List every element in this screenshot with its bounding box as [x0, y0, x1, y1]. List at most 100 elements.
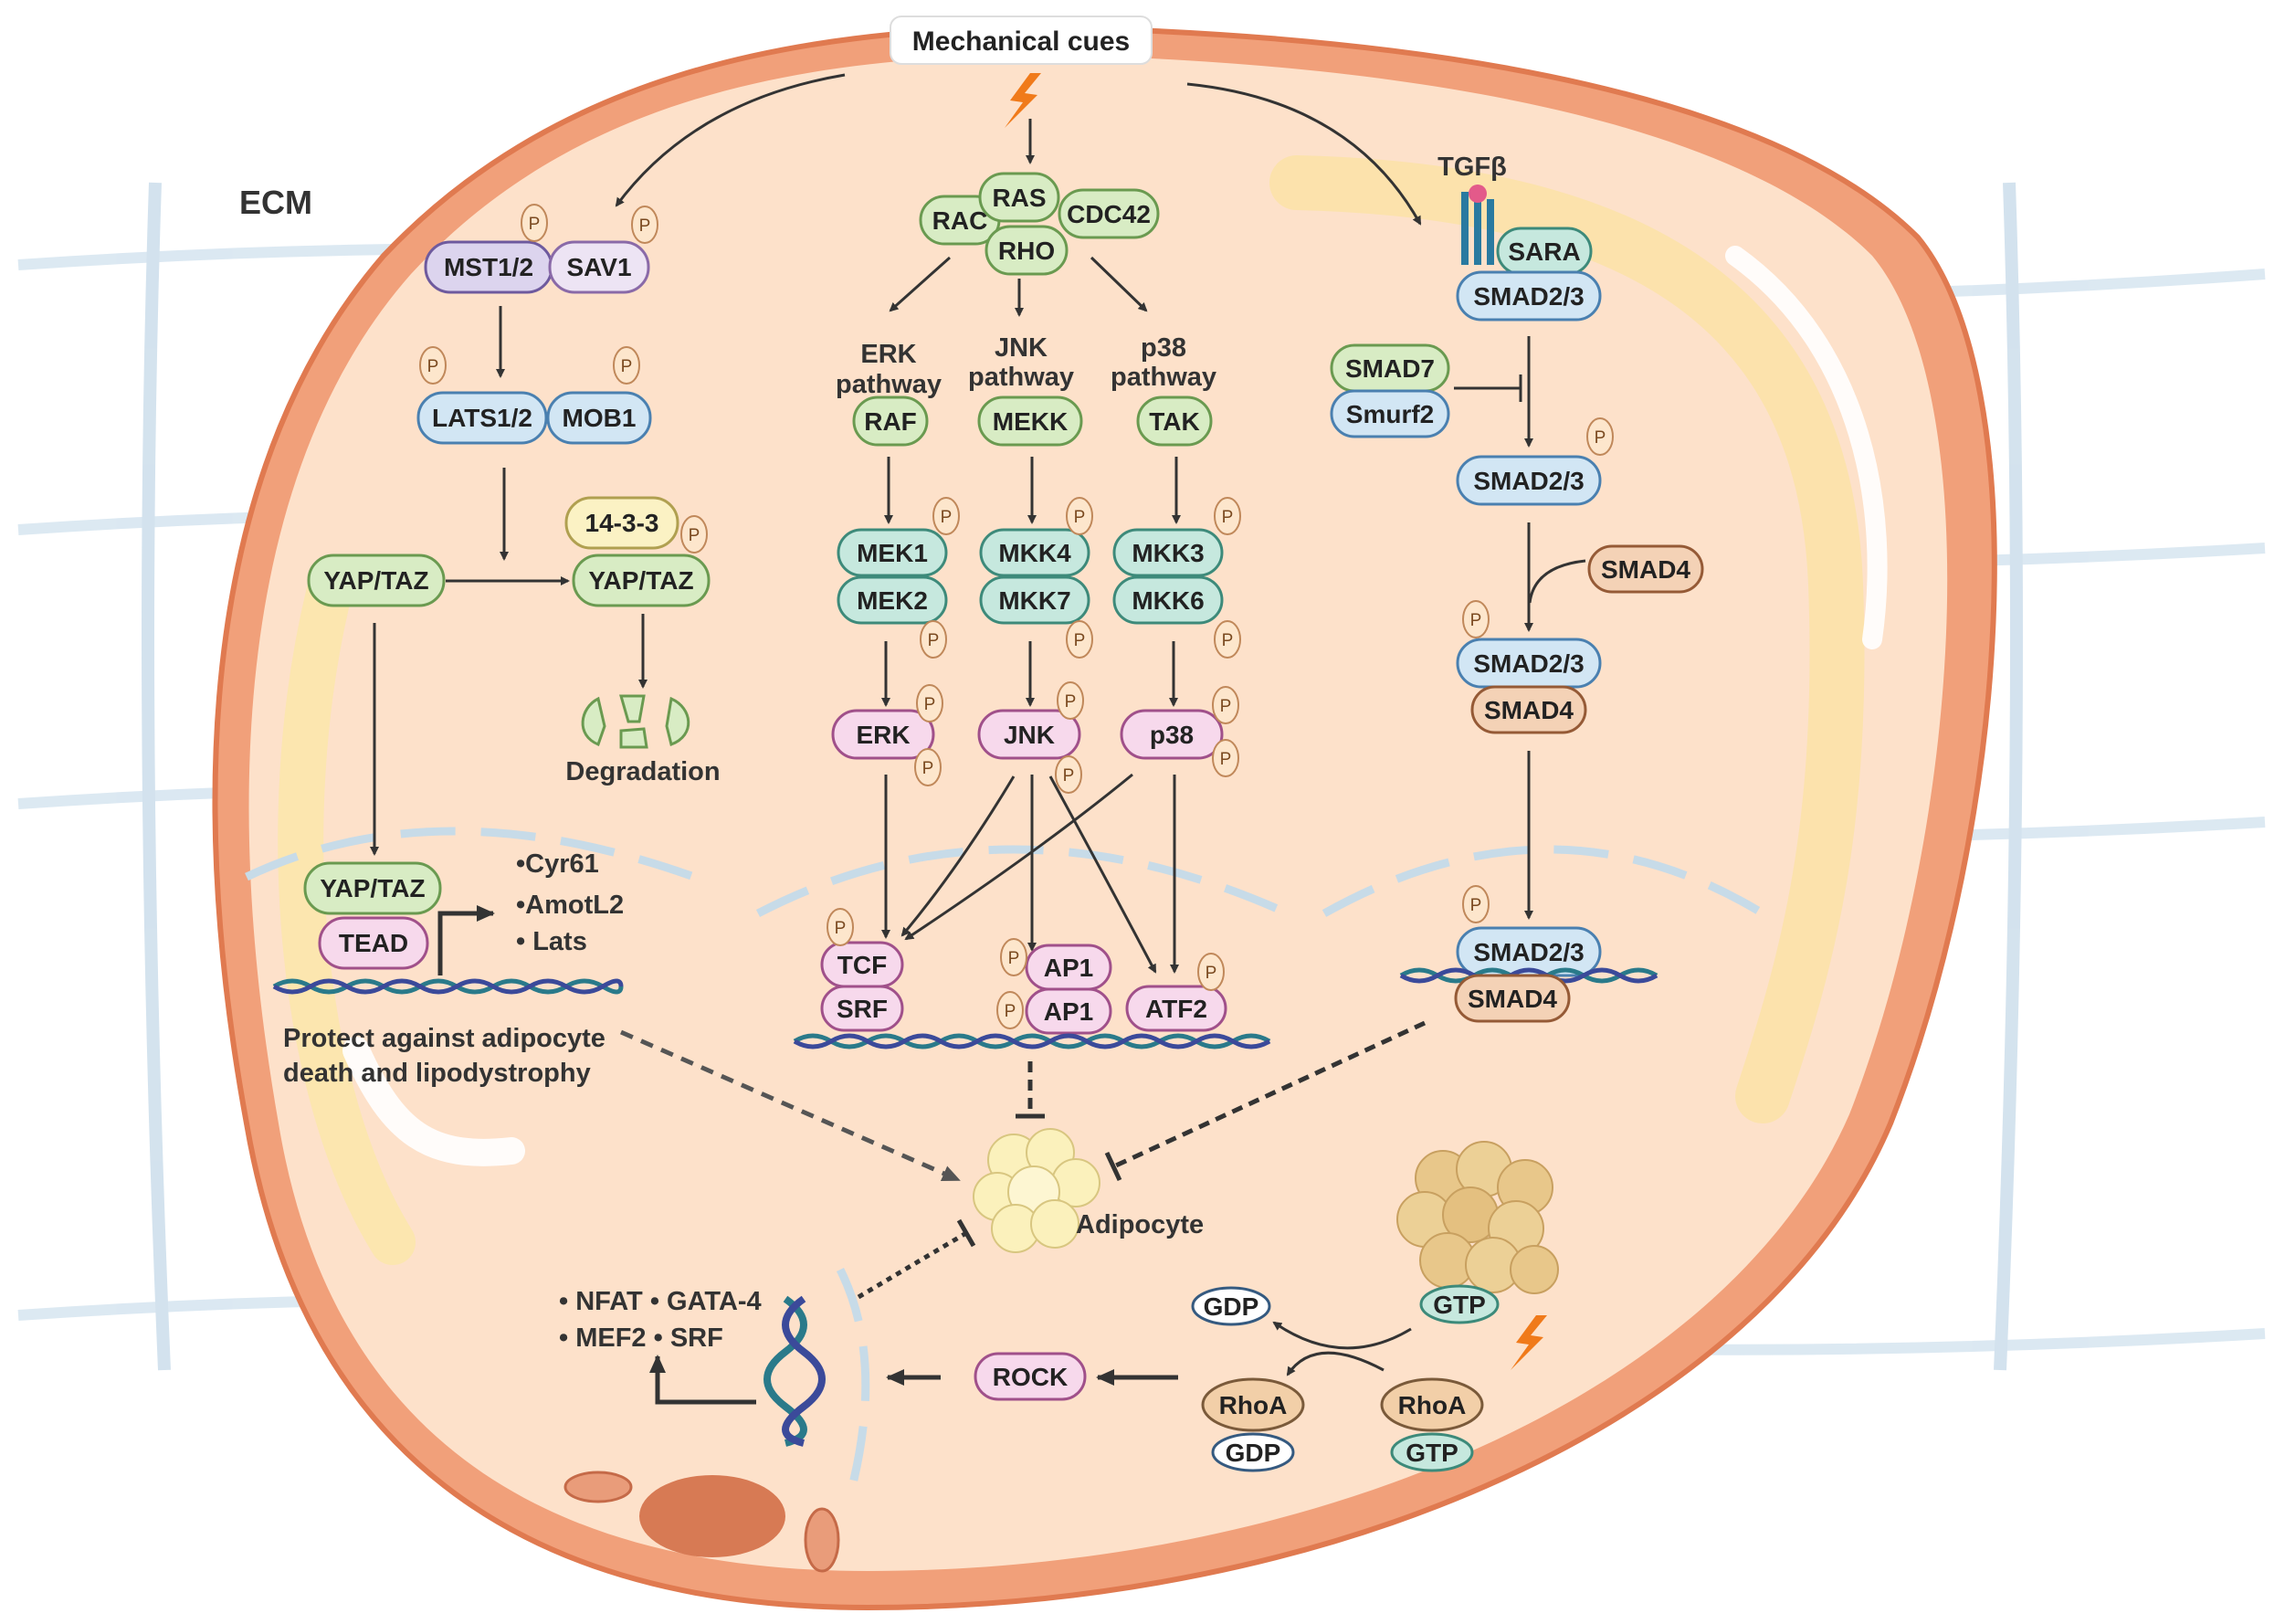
lightning-icon: [1005, 73, 1041, 128]
sara-label: SARA: [1508, 237, 1580, 266]
phospho-badge: P: [1066, 620, 1093, 659]
gtp-right-node: [1390, 1432, 1474, 1472]
lats-label: LATS1/2: [432, 404, 532, 432]
p1433-label: 14-3-3: [585, 509, 659, 537]
phospho-badge: P: [1212, 686, 1239, 724]
adipocyte-cluster-icon: [973, 1128, 1100, 1253]
hippo-pathway: MST1/2 SAV1 LATS1/2 MOB1 YAP/TAZ 14-3-3 …: [272, 240, 721, 1088]
nucleus-organelle: [639, 1475, 785, 1557]
phospho-label: P: [1008, 949, 1020, 968]
mkk6-label: MKK6: [1132, 586, 1204, 615]
yap-nuc-node: [303, 861, 442, 915]
mitochondrion-right: [804, 1507, 840, 1573]
rock-node: [974, 1352, 1087, 1401]
phospho-badge: P: [1214, 620, 1241, 659]
phospho-badge: P: [1055, 755, 1082, 794]
nuclear-envelope-mid: [755, 845, 1290, 918]
mkk7-label: MKK7: [998, 586, 1070, 615]
smad4d-label: SMAD4: [1468, 985, 1557, 1013]
srf-label: SRF: [837, 995, 888, 1023]
erk-path-l1: ERK: [860, 340, 916, 369]
arrow-dna-targets: [649, 1355, 756, 1405]
gdp-left-label: GDP: [1226, 1439, 1281, 1467]
inhibit-tgf-bar: [1104, 1151, 1122, 1182]
phospho-label: P: [1206, 964, 1217, 983]
mek2-label: MEK2: [857, 586, 928, 615]
mob-node: [546, 391, 652, 445]
tak-node: [1136, 395, 1213, 447]
mkk4-node: [979, 528, 1090, 577]
proteasome-icon: [581, 694, 690, 749]
nuclear-envelope-left: [245, 827, 696, 881]
erk-node: [831, 709, 935, 760]
sav-node: [548, 240, 650, 294]
p1433-node: [564, 496, 679, 550]
phospho-badge: P: [1462, 600, 1490, 638]
adipocyte-large-icon: [1396, 1141, 1559, 1294]
rho-pathway: GDP GTP RhoA GDP RhoA GTP ROCK: [886, 1284, 1500, 1472]
phospho-label: P: [922, 759, 934, 778]
phospho-badge: P: [914, 748, 942, 786]
yap-left-label: YAP/TAZ: [323, 566, 428, 595]
arrow-transcription: [437, 905, 495, 975]
p38-path-l2: pathway: [1111, 363, 1216, 392]
adipocyte-label: Adipocyte: [1076, 1210, 1204, 1239]
title: Mechanical cues: [912, 26, 1130, 57]
atf2-label: ATF2: [1145, 995, 1207, 1023]
smad4-free-node: [1587, 544, 1704, 594]
highlight-white: [1725, 246, 1888, 649]
jnk-node: [977, 709, 1081, 760]
phospho-label: P: [1074, 508, 1086, 527]
phospho-label: P: [1005, 1002, 1016, 1021]
arrow-hippo-adipocyte: [619, 1029, 961, 1183]
phospho-badge: P: [521, 204, 548, 242]
tead-node: [318, 916, 429, 970]
tead-label: TEAD: [339, 929, 408, 957]
highlight-right: [1269, 155, 1865, 1123]
arrow-cues-tgf: [1186, 82, 1422, 226]
raf-label: RAF: [864, 407, 917, 436]
rhoa-right-node: [1380, 1377, 1484, 1432]
rhoa-left-node: [1201, 1377, 1305, 1432]
mkk7-node: [979, 575, 1090, 625]
erk-path-l2: pathway: [836, 370, 942, 399]
phospho-label: P: [1063, 766, 1075, 786]
cdc42-node: [1058, 188, 1160, 239]
smad23c-label: SMAD2/3: [1473, 649, 1584, 678]
phospho-badge: P: [1212, 739, 1239, 777]
tcf-label: TCF: [837, 951, 887, 979]
target-amotl2: •AmotL2: [516, 891, 624, 920]
gdp-top-node: [1191, 1286, 1271, 1326]
cdc42-label: CDC42: [1067, 200, 1151, 228]
phospho-label: P: [928, 631, 940, 650]
gtp-top-label: GTP: [1433, 1291, 1486, 1319]
gdp-left-node: [1211, 1432, 1295, 1472]
gdp-top-label: GDP: [1204, 1292, 1259, 1321]
rhoa-left-label: RhoA: [1219, 1391, 1288, 1419]
dna-helix-mid: [793, 1033, 1271, 1049]
phospho-badge: P: [1057, 681, 1084, 720]
phospho-label: P: [835, 919, 847, 938]
phospho-label: P: [1470, 896, 1482, 915]
smad7-label: SMAD7: [1345, 354, 1435, 383]
phospho-label: P: [1065, 692, 1077, 712]
yap-left-node: [307, 554, 446, 607]
ecm-label: ECM: [239, 184, 312, 221]
smad4c-node: [1470, 685, 1587, 734]
srf-node: [820, 985, 904, 1032]
smad23b-node: [1456, 455, 1602, 506]
nuclear-envelope-bottom: [836, 1267, 870, 1500]
phospho-badge: P: [827, 908, 854, 946]
rho-label: RHO: [998, 237, 1055, 265]
rhoa-right-label: RhoA: [1398, 1391, 1467, 1419]
ap1b-label: AP1: [1044, 997, 1093, 1026]
atf2-node: [1125, 985, 1227, 1032]
phospho-label: P: [924, 695, 936, 714]
mitochondrion-left: [563, 1471, 633, 1503]
nuc-target-line1: • NFAT • GATA-4: [559, 1287, 762, 1316]
phospho-badge: P: [996, 991, 1024, 1029]
phospho-badge: P: [1214, 497, 1241, 535]
smad4-free-label: SMAD4: [1601, 555, 1690, 584]
phospho-label: P: [1470, 611, 1482, 630]
phospho-badge: P: [1462, 885, 1490, 923]
